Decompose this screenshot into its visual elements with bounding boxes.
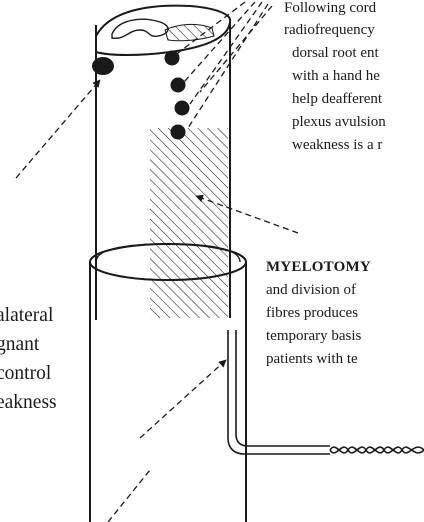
drez-lesions <box>165 51 190 140</box>
text-line: temporary basis <box>266 326 361 347</box>
lesion-dot <box>171 125 186 140</box>
spinothalamic-lesion <box>92 57 114 75</box>
myelotomy-heading: MYELOTOMY <box>266 257 371 278</box>
cord-cross-section <box>92 6 230 75</box>
text-line: gnant <box>0 331 39 359</box>
lesion-dot <box>175 101 190 116</box>
text-line: alateral <box>0 302 53 330</box>
text-line: Following cord <box>284 0 376 19</box>
text-line: fibres produces <box>266 303 358 324</box>
text-line: eakness <box>0 389 57 417</box>
text-line: patients with te <box>266 349 358 370</box>
text-line: control <box>0 360 51 388</box>
lesion-dot <box>171 78 186 93</box>
text-line: radiofrequency <box>284 20 375 41</box>
text-line: and division of <box>266 280 356 301</box>
cordotomy-arrow <box>16 80 100 178</box>
text-line: dorsal root ent <box>292 43 379 64</box>
dorsal-column-hatched-region <box>150 128 228 318</box>
text-line: help deafferent <box>292 89 382 110</box>
bottom-pointer-line <box>108 470 150 522</box>
electrode-arrow <box>140 360 226 438</box>
text-line: weakness is a r <box>292 135 382 156</box>
text-line: with a hand he <box>292 66 380 87</box>
text-line: plexus avulsion <box>292 112 386 133</box>
